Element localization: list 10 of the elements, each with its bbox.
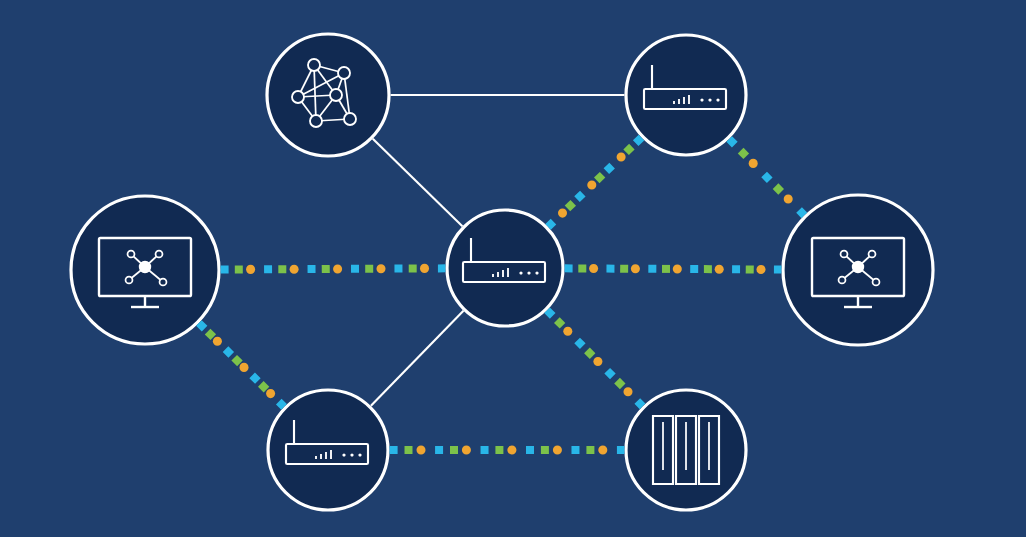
dotted-link [564, 264, 782, 274]
dotted-link [196, 320, 287, 410]
dotted-link [726, 136, 808, 219]
dotted-link [220, 264, 446, 274]
dotted-link [389, 446, 625, 454]
link-line [370, 310, 465, 407]
link-line [390, 93, 625, 97]
link-line [372, 138, 464, 228]
dotted-link [544, 307, 646, 410]
dotted-link [545, 134, 645, 230]
